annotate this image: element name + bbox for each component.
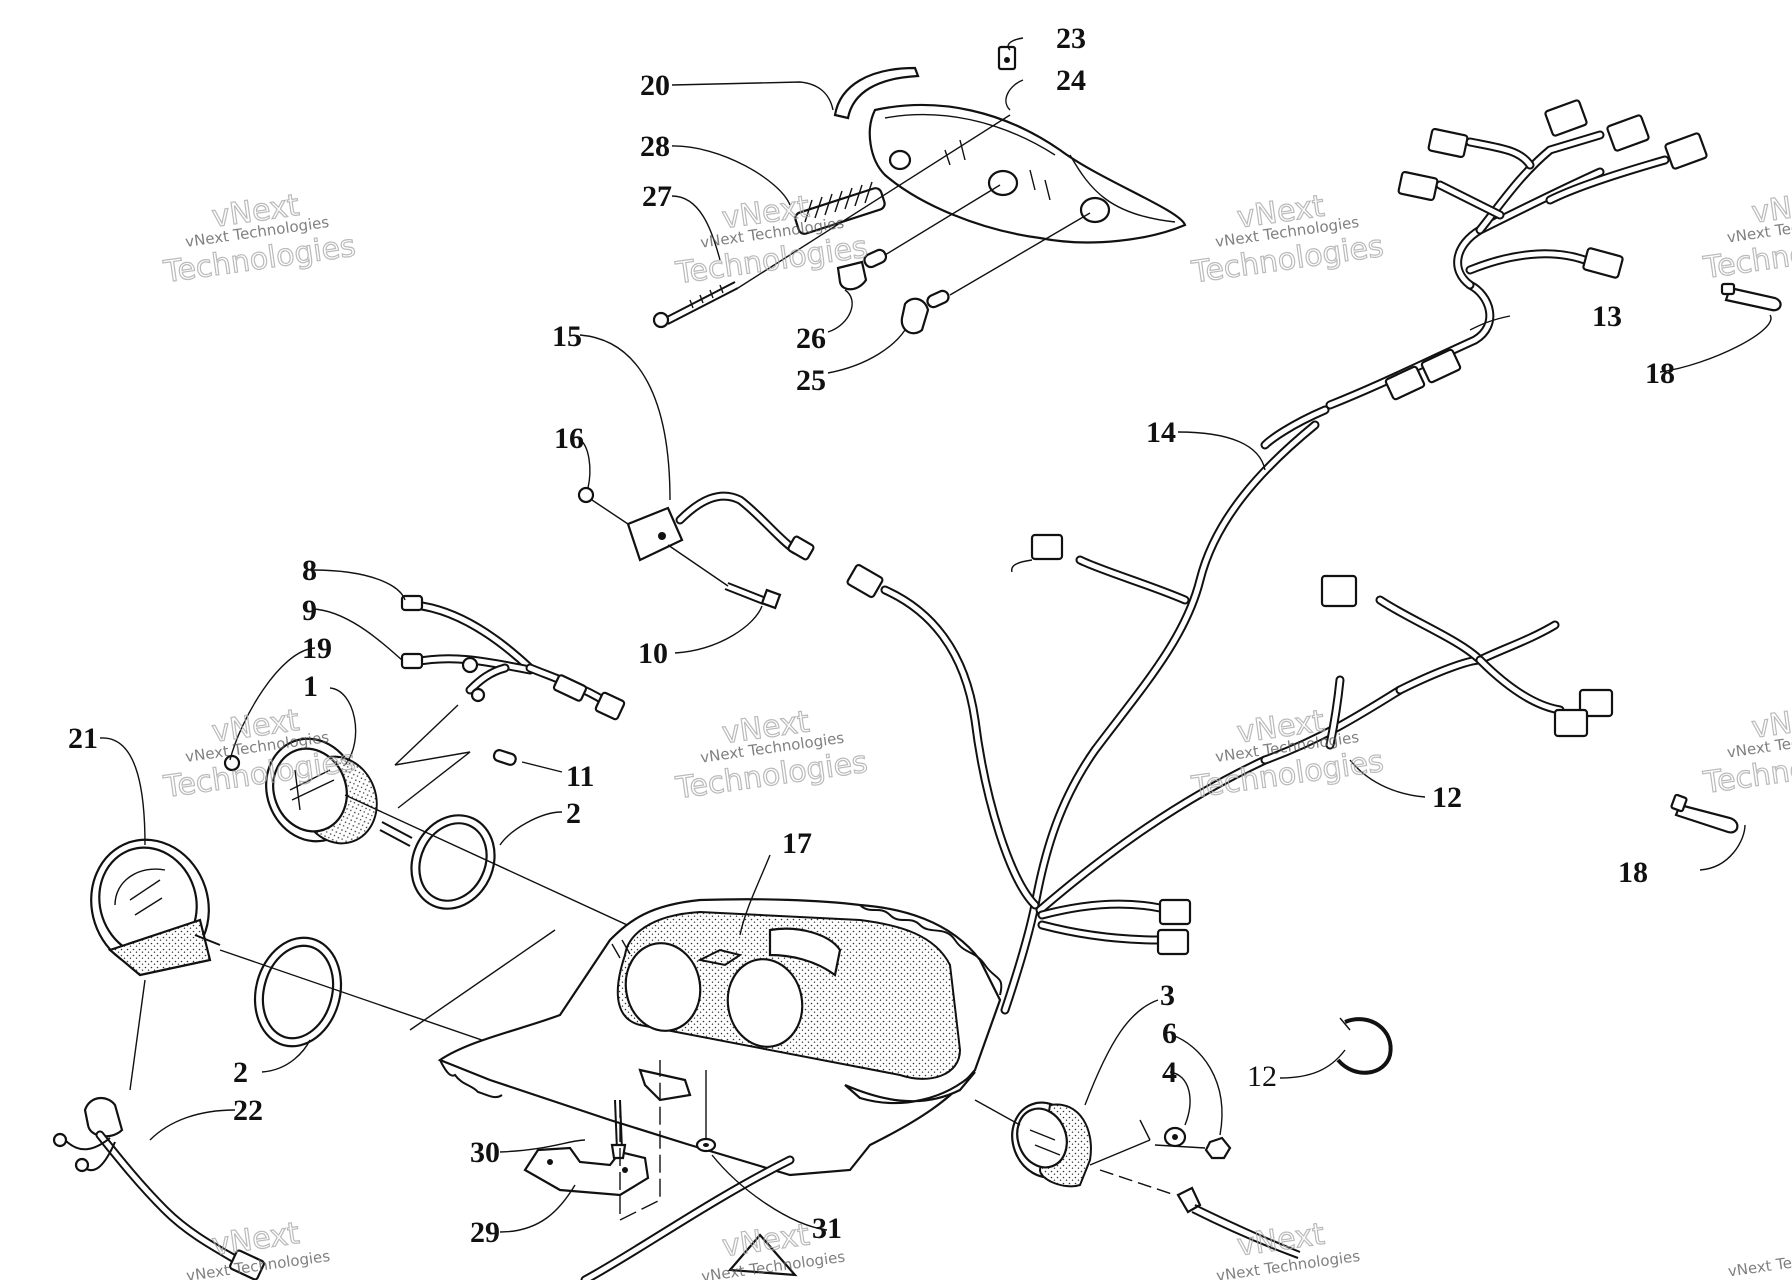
watermark: vNext Technologies vNext Technologies <box>1700 183 1792 286</box>
callout-1: 1 <box>303 670 318 703</box>
watermark: vNext Technologies vNext Technologies <box>1700 698 1792 801</box>
trim-strip <box>833 66 920 120</box>
bulb-holder <box>900 289 950 335</box>
regulator-nut <box>577 486 595 504</box>
callout-13: 13 <box>1592 300 1622 333</box>
callout-8: 8 <box>302 554 317 587</box>
tach-opening <box>624 942 702 1032</box>
drive-nut <box>1204 1136 1232 1160</box>
callout-30: 30 <box>470 1136 500 1169</box>
main-wire-harness <box>1325 99 1708 410</box>
callout-14: 14 <box>1146 416 1176 449</box>
headlight-bulb <box>836 248 888 291</box>
watermark: vNext Technologies vNext Technologies <box>1188 188 1386 291</box>
callout-12-clamp: 12 <box>1247 1060 1277 1093</box>
callout-31: 31 <box>812 1212 842 1245</box>
leader-lines <box>99 37 1772 1233</box>
accessory-socket <box>52 1097 265 1280</box>
callout-2-upper: 2 <box>566 797 581 830</box>
hose-clamp <box>1336 1017 1393 1075</box>
callout-27: 27 <box>642 180 672 213</box>
callout-28: 28 <box>640 130 670 163</box>
fuse-upper <box>1720 282 1782 312</box>
callout-4: 4 <box>1162 1056 1177 1089</box>
mounting-screw <box>610 1099 627 1160</box>
voltage-regulator <box>577 486 815 610</box>
callout-15: 15 <box>552 320 582 353</box>
speedo-opening <box>726 958 804 1048</box>
watermark: vNext vNext Technologies <box>185 1215 331 1280</box>
callout-9: 9 <box>302 594 317 627</box>
gauge-light-harness <box>400 594 626 721</box>
callout-3: 3 <box>1160 979 1175 1012</box>
bulb-socket-right <box>1079 196 1111 224</box>
callout-18-lower: 18 <box>1618 856 1648 889</box>
callout-21: 21 <box>68 722 98 755</box>
callout-26: 26 <box>796 322 826 355</box>
callout-25: 25 <box>796 364 826 397</box>
watermark: vNext Technologies vNext Technologies <box>160 187 358 290</box>
indicator-bulb <box>492 749 517 766</box>
mounting-bracket <box>523 1146 650 1197</box>
watermark: vNext vNext Technologies <box>1215 1216 1361 1280</box>
instrument-panel <box>437 898 1003 1177</box>
speedometer-drive <box>974 1099 1092 1188</box>
callout-16: 16 <box>554 422 584 455</box>
callout-2-lower: 2 <box>233 1056 248 1089</box>
gauge-bezel-upper <box>410 814 496 910</box>
bulb-socket-left <box>987 169 1019 197</box>
callout-18-upper: 18 <box>1645 357 1675 390</box>
callout-11: 11 <box>566 760 594 793</box>
callout-20: 20 <box>640 69 670 102</box>
hand-warmer-harness <box>1260 574 1614 765</box>
callout-29: 29 <box>470 1216 500 1249</box>
headlight-harness <box>846 405 1330 1015</box>
gauge-bezel-lower <box>253 936 343 1048</box>
callout-24: 24 <box>1056 64 1086 97</box>
headlight-assembly <box>652 45 1187 335</box>
mounting-washer <box>695 1137 717 1153</box>
watermark: vNext Technologies vNext Technologies <box>672 704 870 807</box>
fuse-lower <box>1670 793 1739 834</box>
callout-19: 19 <box>302 632 332 665</box>
watermarks: vNext Technologies vNext Technologies vN… <box>160 183 1792 1280</box>
callout-22: 22 <box>233 1094 263 1127</box>
callout-23: 23 <box>1056 22 1086 55</box>
speedometer <box>90 838 221 977</box>
tachometer <box>223 737 413 847</box>
callout-17: 17 <box>782 827 812 860</box>
callout-6: 6 <box>1162 1017 1177 1050</box>
callout-10: 10 <box>638 637 668 670</box>
callout-labels: 1 2 2 3 4 6 8 9 10 11 12 12 13 14 15 16 … <box>68 22 1675 1249</box>
watermark: vNext Technologies <box>1727 1242 1792 1280</box>
svg-text:vNext Technologies: vNext Technologies <box>1727 1242 1792 1280</box>
callout-12-right: 12 <box>1432 781 1462 814</box>
adjuster-screw <box>652 281 739 329</box>
